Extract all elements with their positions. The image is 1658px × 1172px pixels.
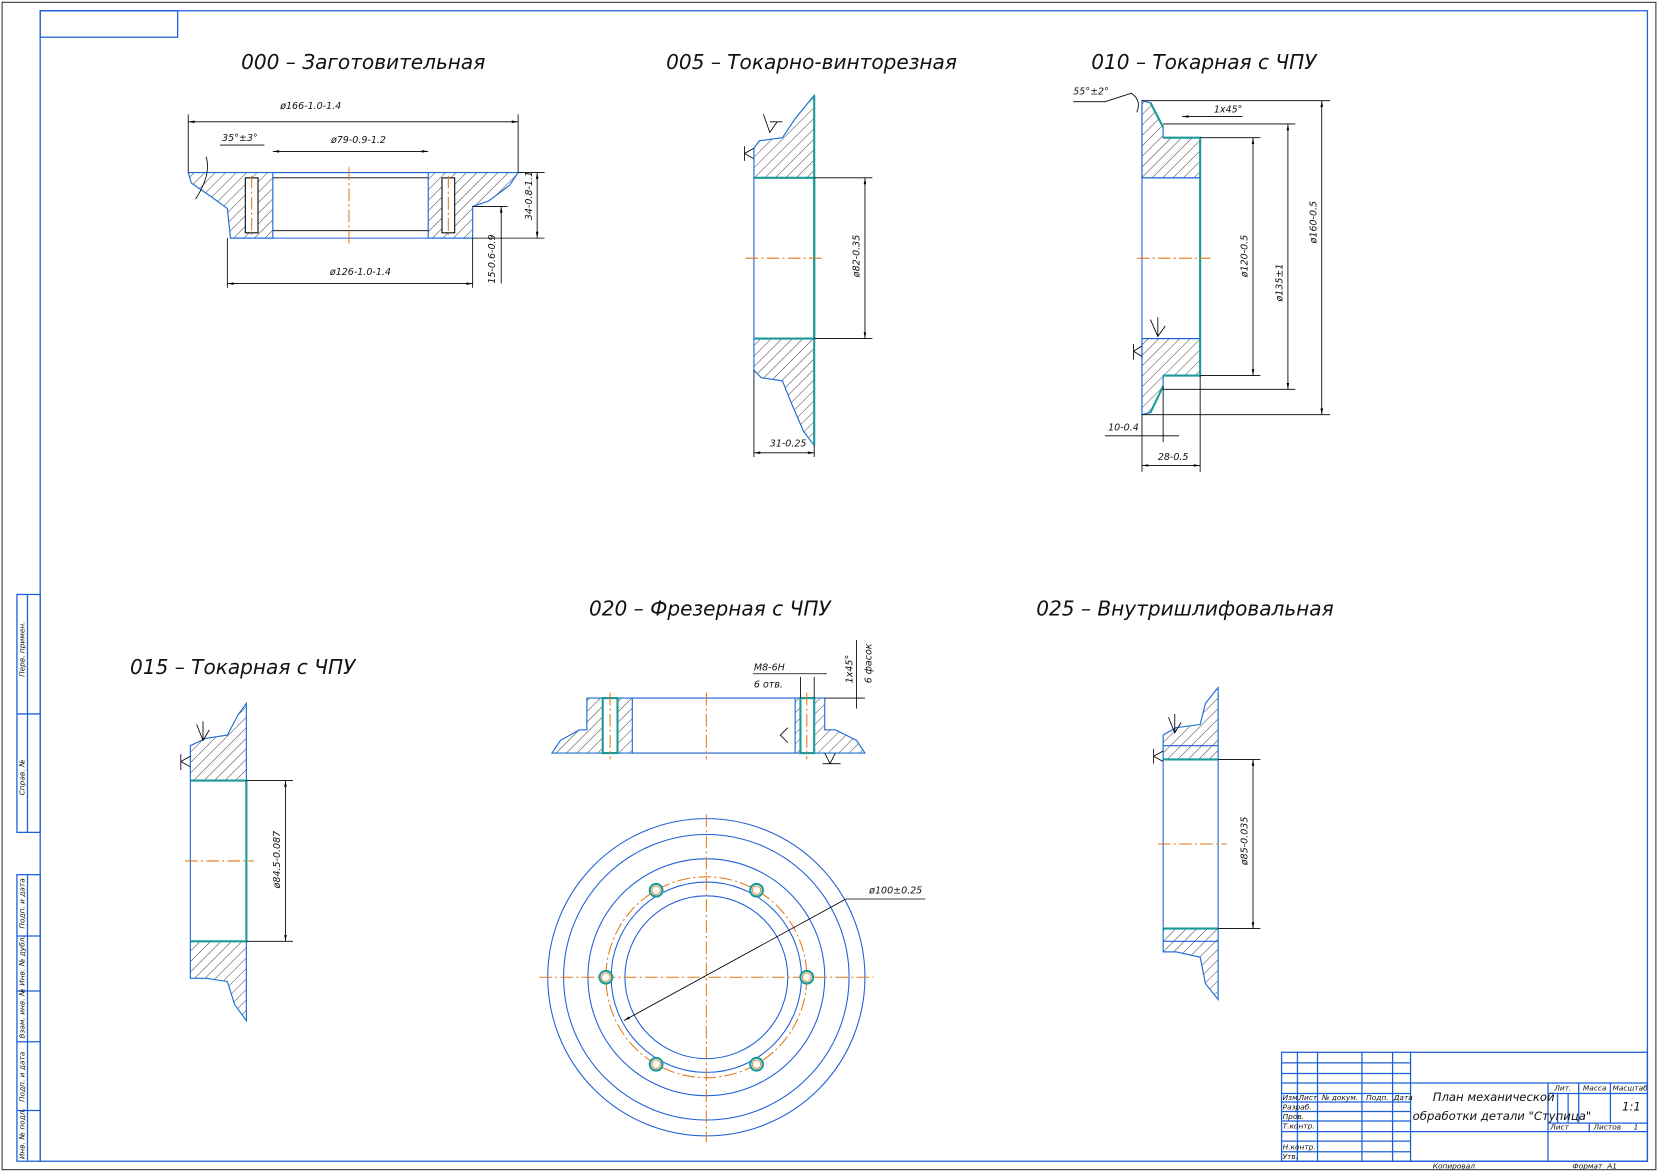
dim-label: ø166-1.0-1.4 [279,101,341,112]
dim-label: 6 фасок [863,643,874,683]
stamp-label: Подп. и дата [17,1051,26,1102]
dim-label: ø126-1.0-1.4 [329,267,391,278]
dim-label: 35°±3° [222,133,258,144]
stamp-label: Перв. примен. [17,621,26,676]
dim-label: 55°±2° [1073,86,1109,97]
tb-format: A1 [1606,1162,1617,1171]
tb-lit: Лит. [1553,1083,1571,1092]
tb-header: Изм. [1283,1093,1300,1102]
dim-label: ø82-0.35 [852,235,863,278]
plan-view: ø100±0.25 [539,814,926,1143]
dim-label: 28-0.5 [1158,452,1189,463]
tb-role: Пров. [1283,1112,1304,1121]
stamp-label: Инв. № дубл. [17,935,26,986]
view-010-cnc-turning: 010 – Токарная с ЧПУ ø120-0.5 ø135±1 ø16… [1073,50,1331,472]
document-title: План механической [1433,1090,1555,1104]
tb-sheet: Лист [1549,1123,1569,1132]
tb-role: Т.контр. [1283,1121,1315,1130]
tb-sheets: Листов [1592,1123,1621,1132]
dim-label: ø79-0.9-1.2 [330,135,386,146]
tb-copied: Копировал [1433,1162,1476,1171]
stamp-label: Подп. и дата [17,878,26,929]
tb-header: Лист [1297,1093,1317,1102]
view-title: 020 – Фрезерная с ЧПУ [589,597,832,621]
dim-label: 1x45° [844,655,855,684]
dim-label: ø85-0.035 [1240,817,1251,867]
bolt-hole-thread [651,885,661,895]
tb-sheets-count: 1 [1634,1123,1639,1132]
dim-label: 15-0.6-0.9 [487,234,498,283]
side-stamp: Перв. примен. Справ. № Подп. и дата Инв.… [16,593,41,1162]
view-title: 010 – Токарная с ЧПУ [1091,50,1318,74]
view-title: 025 – Внутришлифовальная [1036,597,1333,621]
tb-mass: Масса [1583,1083,1607,1092]
tb-header: Дата [1393,1093,1414,1102]
tb-role: Разраб. [1283,1102,1312,1111]
dim-label: ø84.5-0.087 [272,831,283,890]
stamp-label: Инв. № подл. [17,1108,26,1159]
tb-scale-label: Масштаб [1613,1083,1649,1092]
threaded-holes [598,882,815,1072]
view-title: 015 – Токарная с ЧПУ [130,655,357,679]
view-005-turning: 005 – Токарно-винторезная ø82-0.35 31-0.… [666,50,957,457]
tb-role: Утв. [1283,1152,1299,1161]
view-000-blank: 000 – Заготовительная ø166-1.0-1.4 ø79-0… [187,50,545,288]
dim-label: 1x45° [1214,104,1243,115]
tb-header: Подп. [1366,1093,1388,1102]
view-015-cnc-turning: 015 – Токарная с ЧПУ ø84.5-0.087 [130,655,357,1023]
tb-scale: 1:1 [1622,1099,1641,1113]
bolt-hole-thread [651,1059,661,1069]
view-title: 005 – Токарно-винторезная [666,50,957,74]
bolt-hole-thread [751,1059,762,1069]
tb-format-label: Формат [1572,1162,1603,1171]
dim-label: ø100±0.25 [868,886,922,897]
dim-label: 6 отв. [754,680,783,691]
dim-label: 10-0.4 [1108,423,1139,434]
document-title: обработки детали "Ступица" [1413,1109,1592,1123]
tb-role: Н.контр. [1283,1143,1316,1152]
tb-header: № докум. [1321,1093,1358,1102]
view-020-cnc-milling: 020 – Фрезерная с ЧПУ M8-6H 6 отв. 1x45°… [539,597,926,1143]
title-block: Изм. Лист № докум. Подп. Дата Разраб. Пр… [1280,1051,1649,1171]
stamp-label: Справ. № [17,759,26,795]
dim-label: ø120-0.5 [1240,235,1251,278]
dim-label: ø160-0.5 [1308,201,1319,244]
dim-label: 34-0.8-1.1 [524,171,535,220]
dim-label: M8-6H [754,663,785,674]
stamp-label: Взам. инв. № [17,988,26,1038]
bolt-hole-thread [802,972,812,982]
dim-label: ø135±1 [1275,264,1286,303]
bolt-hole-thread [751,885,762,895]
dim-label: 31-0.25 [770,438,807,449]
view-025-internal-grinding: 025 – Внутришлифовальная ø85-0.035 [1036,597,1334,1002]
view-title: 000 – Заготовительная [241,50,485,74]
bolt-hole-thread [601,972,611,982]
